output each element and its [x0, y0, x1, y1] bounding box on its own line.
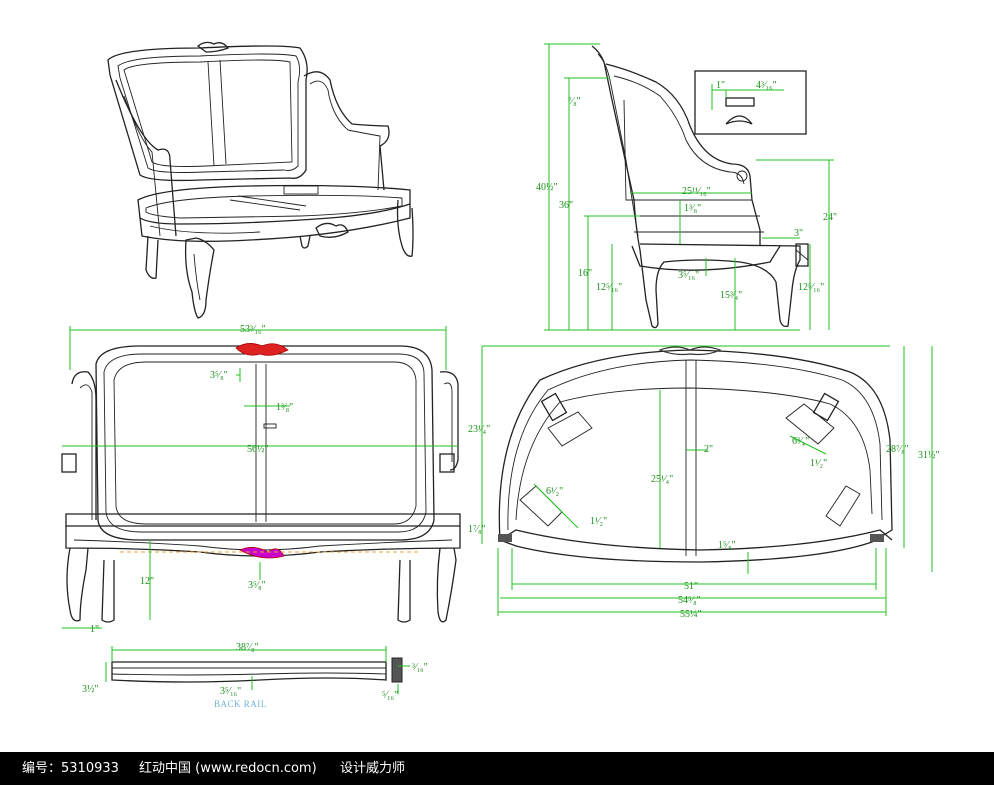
dim-leg-15: 15³⁄₄" — [720, 290, 742, 301]
dim-inner-depth: 28⁷⁄₈" — [886, 444, 909, 455]
dim-w51: 51" — [684, 581, 698, 592]
dim-rail-mid: 3⁵⁄₁₆" — [220, 686, 241, 697]
isometric-view — [107, 41, 414, 319]
dim-block-4: 1¹⁄₂" — [810, 458, 827, 469]
dim-w55: 55¼" — [680, 609, 702, 620]
dim-overall-width: 53³⁄₁₆" — [240, 324, 266, 335]
dim-seat-rail: 12" — [140, 576, 154, 587]
dim-rail-height: 3½" — [82, 684, 99, 695]
site-tag: 设计威力师 — [340, 761, 406, 776]
dim-leg: 1" — [90, 624, 99, 635]
dim-apron: 3⁵⁄₈" — [248, 580, 266, 591]
dim-depth-23: 23¹⁄₄" — [468, 424, 490, 435]
dim-block-1: 6¹⁄₂" — [546, 486, 563, 497]
dim-total-height: 40½" — [536, 182, 558, 193]
dim-apron: 3⁵⁄₁₆" — [678, 270, 699, 281]
side-view: 40½" 36" 24" 16" 12⁵⁄₁₆" 12⁵⁄₁₆" ⁷⁄₈" 25… — [536, 43, 837, 331]
dim-crest: 3⁵⁄₈" — [210, 370, 228, 381]
dim-rail-length: 38⁷⁄₈" — [236, 642, 259, 653]
dim-depth: 25¹¹⁄₁₆" — [682, 186, 711, 197]
image-id: 编号：5310933 — [22, 761, 119, 776]
dim-rail-sec-a: ³⁄₁₆" — [412, 662, 428, 673]
furniture-drawing: 40½" 36" 24" 16" 12⁵⁄₁₆" 12⁵⁄₁₆" ⁷⁄₈" 25… — [61, 41, 940, 709]
dim-seat-16: 16" — [578, 268, 592, 279]
site-name: 红动中国 (www.redocn.com) — [139, 761, 317, 776]
dim-rail-sec-b: ⁵⁄₁₆" — [382, 690, 398, 701]
dim-block-3: 6³⁄₄" — [792, 436, 809, 447]
dim-rail-3: 3" — [794, 228, 803, 239]
dim-outer-depth: 31½" — [918, 450, 940, 461]
dim-leg-left: 12⁵⁄₁₆" — [596, 282, 622, 293]
dim-height-36: 36" — [559, 200, 573, 211]
watermark-footer: 编号：5310933 红动中国 (www.redocn.com) 设计威力师 — [0, 752, 994, 785]
crest-carving — [235, 343, 289, 356]
detail-dim-1: 1" — [716, 80, 725, 91]
dim-stile: 1³⁄₈" — [276, 402, 293, 413]
detail-dim-2: 4³⁄₁₆" — [756, 80, 777, 91]
back-rail-label: BACK RAIL — [214, 699, 267, 709]
dim-depth-25: 25¹⁄₄" — [651, 474, 673, 485]
dim-center: 2" — [704, 444, 713, 455]
top-view: 23¹⁄₄" 25¹⁄₄" 2" 6¹⁄₂" 1¹⁄₂" 6³⁄₄" 1¹⁄₂"… — [468, 345, 940, 620]
dim-leg-right: 12⁵⁄₁₆" — [798, 282, 824, 293]
front-view: 53³⁄₁₆" 56½" 3⁵⁄₈" 1³⁄₈" 3⁵⁄₈" 12" 1" — [61, 324, 461, 635]
back-rail-view: 38⁷⁄₈" 3½" 3⁵⁄₁₆" ³⁄₁₆" ⁵⁄₁₆" BACK RAIL — [82, 642, 428, 709]
dim-block-2: 1¹⁄₂" — [590, 516, 607, 527]
dim-inner-width: 56½" — [247, 444, 269, 455]
dim-w54: 54⁵⁄₈" — [678, 595, 701, 606]
dim-front-rail: 1⁵⁄₈" — [718, 540, 736, 551]
dim-side: 1⁷⁄₈" — [468, 524, 486, 535]
dim-arm-24: 24" — [823, 212, 837, 223]
dim-rail: 1³⁄₈" — [684, 203, 701, 214]
dim-back-top: ⁷⁄₈" — [568, 96, 581, 107]
